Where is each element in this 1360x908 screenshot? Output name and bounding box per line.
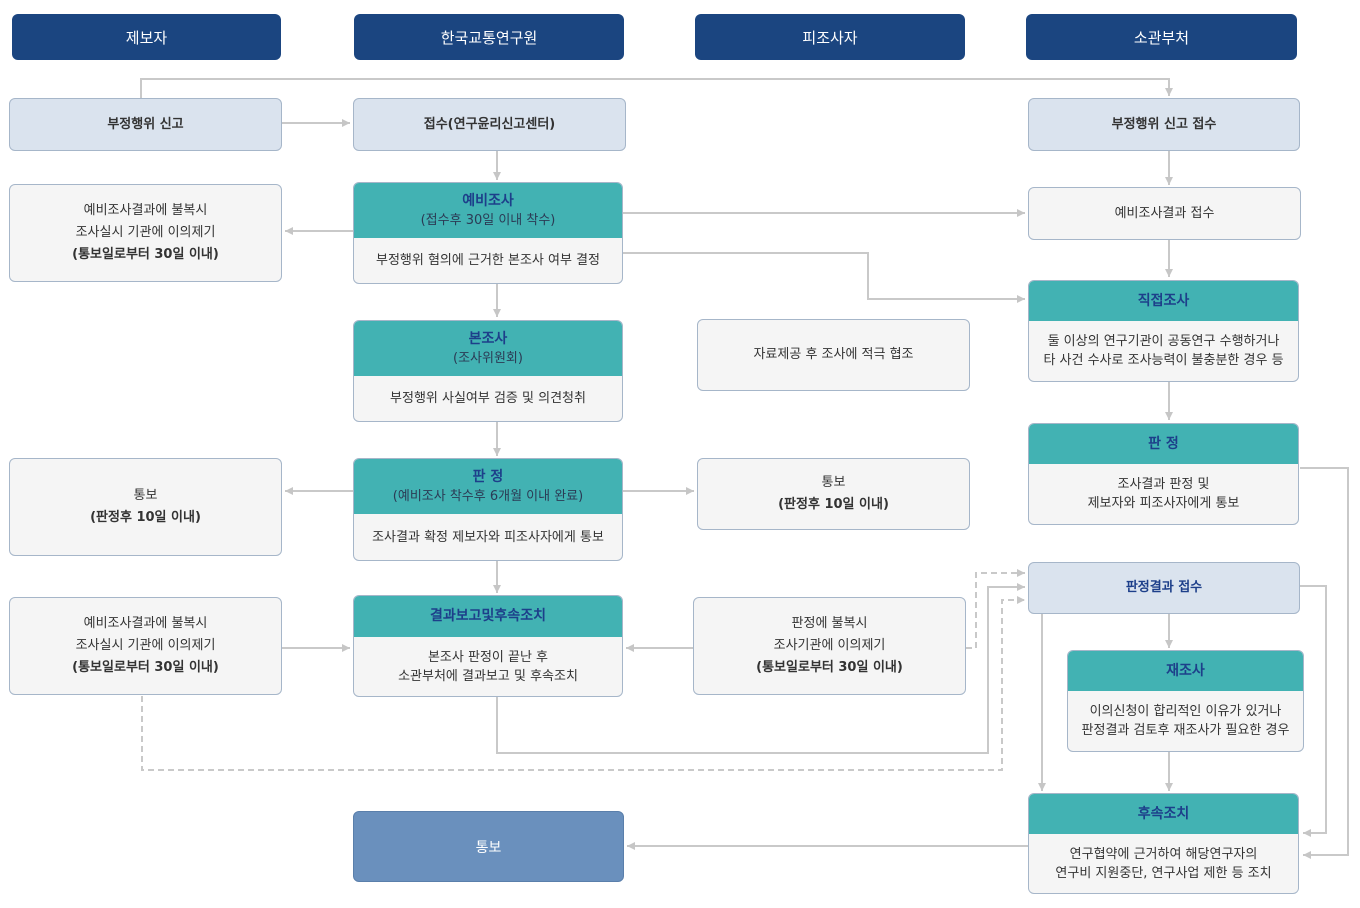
followup-title: 후속조치 bbox=[1137, 805, 1190, 822]
objection-line: 예비조사결과에 불복시 bbox=[83, 203, 208, 218]
prelim-sub: (접수후 30일 이내 착수) bbox=[420, 212, 556, 228]
connector-judgment-followup bbox=[1300, 467, 1349, 859]
ministry-judgment-body: 제보자와 피조사자에게 통보 bbox=[1087, 496, 1240, 511]
direct-title: 직접조사 bbox=[1137, 292, 1190, 309]
final-notice-label: 통보 bbox=[475, 839, 502, 856]
direct-investigation-box: 직접조사 둘 이상의 연구기관이 공동연구 수행하거나 타 사건 수사로 조사능… bbox=[1028, 280, 1299, 382]
judgment-box: 판 정 (예비조사 착수후 6개월 이내 완료) 조사결과 확정 제보자와 피조… bbox=[353, 458, 623, 561]
judgment-receipt-box: 판정결과 접수 bbox=[1028, 562, 1300, 614]
main-sub: (조사위원회) bbox=[453, 350, 523, 366]
connector-dashed-objection2 bbox=[141, 596, 1025, 771]
connector-dashed-objection3 bbox=[966, 569, 1025, 649]
connector-top bbox=[140, 78, 1173, 98]
judgment-title: 판 정 bbox=[472, 468, 504, 485]
reinvestigation-box: 재조사 이의신청이 합리적인 이유가 있거나 판정결과 검토후 재조사가 필요한… bbox=[1067, 650, 1304, 752]
reinvestigation-title: 재조사 bbox=[1166, 662, 1205, 679]
prelim-body: 부정행위 혐의에 근거한 본조사 여부 결정 bbox=[376, 253, 600, 268]
prelim-receipt-label: 예비조사결과 접수 bbox=[1114, 205, 1215, 221]
objection-box-3: 판정에 불복시 조사기관에 이의제기 (통보일로부터 30일 이내) bbox=[693, 597, 966, 695]
objection-line: 조사기관에 이의제기 bbox=[773, 638, 886, 653]
receipt-box: 접수(연구윤리신고센터) bbox=[353, 98, 626, 151]
header-respondent: 피조사자 bbox=[695, 14, 965, 60]
objection-line: 예비조사결과에 불복시 bbox=[83, 616, 208, 631]
main-title: 본조사 bbox=[468, 330, 508, 347]
direct-body: 둘 이상의 연구기관이 공동연구 수행하거나 bbox=[1047, 334, 1280, 349]
prelim-title: 예비조사 bbox=[462, 192, 514, 209]
followup-box: 후속조치 연구협약에 근거하여 해당연구자의 연구비 지원중단, 연구사업 제한… bbox=[1028, 793, 1299, 894]
ministry-judgment-box: 판 정 조사결과 판정 및 제보자와 피조사자에게 통보 bbox=[1028, 423, 1299, 525]
followup-body: 연구협약에 근거하여 해당연구자의 bbox=[1069, 846, 1258, 862]
notice-label: 통보 bbox=[821, 475, 846, 490]
connector-receipt-followup bbox=[1300, 585, 1327, 837]
connector-report-ministry bbox=[496, 583, 1025, 754]
cooperate-label: 자료제공 후 조사에 적극 협조 bbox=[753, 347, 914, 362]
objection-line: 조사실시 기관에 이의제기 bbox=[75, 638, 216, 653]
report-label: 부정행위 신고 bbox=[107, 116, 184, 132]
ministry-judgment-body: 조사결과 판정 및 bbox=[1117, 477, 1210, 492]
reinvestigation-body: 판정결과 검토후 재조사가 필요한 경우 bbox=[1081, 723, 1290, 738]
objection-deadline: (통보일로부터 30일 이내) bbox=[72, 247, 219, 262]
direct-body: 타 사건 수사로 조사능력이 불충분한 경우 등 bbox=[1043, 353, 1284, 368]
final-notice-box: 통보 bbox=[353, 811, 624, 882]
header-institute: 한국교통연구원 bbox=[354, 14, 624, 60]
ministry-receipt-box: 부정행위 신고 접수 bbox=[1028, 98, 1300, 151]
notice-deadline: (판정후 10일 이내) bbox=[90, 510, 201, 525]
connector-prelim-direct bbox=[623, 252, 1025, 303]
judgment-sub: (예비조사 착수후 6개월 이내 완료) bbox=[392, 488, 584, 504]
notice-box-right: 통보 (판정후 10일 이내) bbox=[697, 458, 970, 530]
prelim-receipt-box: 예비조사결과 접수 bbox=[1028, 187, 1301, 240]
objection-line: 판정에 불복시 bbox=[791, 616, 868, 631]
result-report-body: 소관부처에 결과보고 및 후속조치 bbox=[398, 668, 578, 684]
receipt-label: 접수(연구윤리신고센터) bbox=[423, 116, 556, 132]
objection-line: 조사실시 기관에 이의제기 bbox=[75, 225, 216, 240]
prelim-investigation-box: 예비조사 (접수후 30일 이내 착수) 부정행위 혐의에 근거한 본조사 여부… bbox=[353, 182, 623, 284]
ministry-receipt-label: 부정행위 신고 접수 bbox=[1111, 116, 1217, 132]
ministry-judgment-title: 판 정 bbox=[1148, 435, 1179, 452]
objection-deadline: (통보일로부터 30일 이내) bbox=[756, 660, 903, 675]
objection-deadline: (통보일로부터 30일 이내) bbox=[72, 660, 219, 675]
main-body: 부정행위 사실여부 검증 및 의견청취 bbox=[390, 391, 586, 406]
judgment-body: 조사결과 확정 제보자와 피조사자에게 통보 bbox=[372, 529, 604, 545]
followup-body: 연구비 지원중단, 연구사업 제한 등 조치 bbox=[1055, 865, 1272, 881]
header-ministry: 소관부처 bbox=[1026, 14, 1297, 60]
result-report-box: 결과보고및후속조치 본조사 판정이 끝난 후 소관부처에 결과보고 및 후속조치 bbox=[353, 595, 623, 697]
notice-box-left: 통보 (판정후 10일 이내) bbox=[9, 458, 282, 556]
header-reporter: 제보자 bbox=[12, 14, 281, 60]
judgment-receipt-label: 판정결과 접수 bbox=[1125, 580, 1203, 595]
notice-label: 통보 bbox=[133, 488, 158, 503]
report-box: 부정행위 신고 bbox=[9, 98, 282, 151]
result-report-title: 결과보고및후속조치 bbox=[430, 608, 546, 624]
cooperate-box: 자료제공 후 조사에 적극 협조 bbox=[697, 319, 970, 391]
main-investigation-box: 본조사 (조사위원회) 부정행위 사실여부 검증 및 의견청취 bbox=[353, 320, 623, 422]
notice-deadline: (판정후 10일 이내) bbox=[778, 497, 889, 512]
result-report-body: 본조사 판정이 끝난 후 bbox=[427, 649, 549, 665]
objection-box-2: 예비조사결과에 불복시 조사실시 기관에 이의제기 (통보일로부터 30일 이내… bbox=[9, 597, 282, 695]
objection-box-1: 예비조사결과에 불복시 조사실시 기관에 이의제기 (통보일로부터 30일 이내… bbox=[9, 184, 282, 282]
reinvestigation-body: 이의신청이 합리적인 이유가 있거나 bbox=[1089, 704, 1282, 719]
